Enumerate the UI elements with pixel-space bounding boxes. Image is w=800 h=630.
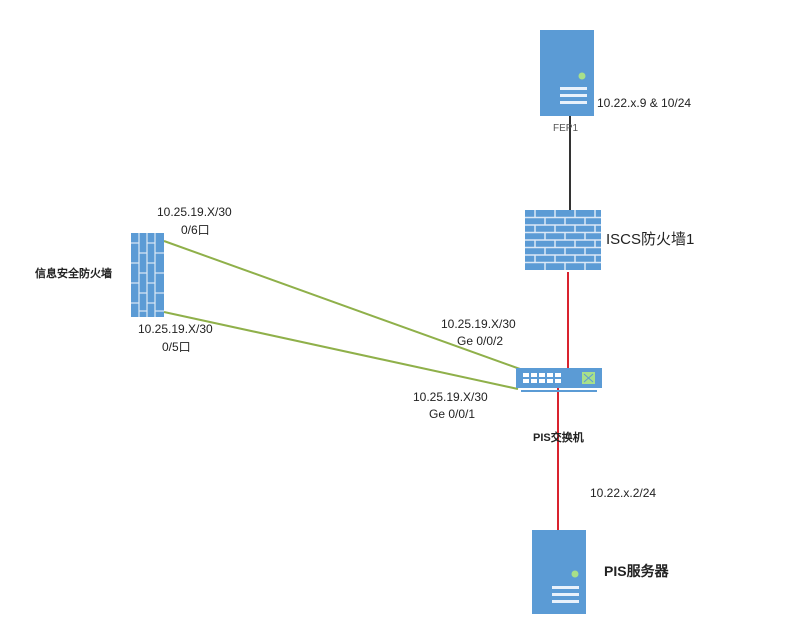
pis-server-label: PIS服务器: [604, 563, 669, 579]
infosec-port6-ip: 10.25.19.X/30: [157, 205, 232, 219]
infosec-firewall[interactable]: [131, 233, 164, 317]
infosec-port6-port: 0/6口: [181, 223, 210, 237]
iscs-firewall[interactable]: [525, 210, 601, 270]
infosec-port5-ip: 10.25.19.X/30: [138, 322, 213, 336]
server-icon: [532, 530, 586, 614]
firewall-icon: [525, 210, 601, 270]
fep1-server[interactable]: [540, 30, 594, 116]
link-infosec-firewall-ge001: [163, 311, 519, 390]
pis-switch-label: PIS交换机: [533, 432, 584, 444]
pis-server-ip-label: 10.22.x.2/24: [590, 486, 657, 500]
fep1-ip-label: 10.22.x.9 & 10/24: [597, 96, 692, 110]
switch-ge001-port: Ge 0/0/1: [429, 407, 476, 421]
iscs-firewall-label: ISCS防火墙1: [606, 231, 695, 248]
switch-ge002-ip: 10.25.19.X/30: [441, 317, 516, 331]
firewall-icon: [131, 233, 164, 317]
infosec-port5-port: 0/5口: [162, 340, 191, 354]
pis-server[interactable]: [532, 530, 586, 614]
server-icon: [540, 30, 594, 116]
switch-ge002-port: Ge 0/0/2: [457, 334, 504, 348]
switch-icon: [516, 368, 602, 392]
fep1-label: FEP1: [553, 123, 579, 134]
infosec-firewall-label: 信息安全防火墙: [35, 268, 112, 280]
pis-switch[interactable]: [516, 368, 602, 394]
switch-ge001-ip: 10.25.19.X/30: [413, 390, 488, 404]
link-infosec-firewall-ge002: [163, 240, 521, 370]
